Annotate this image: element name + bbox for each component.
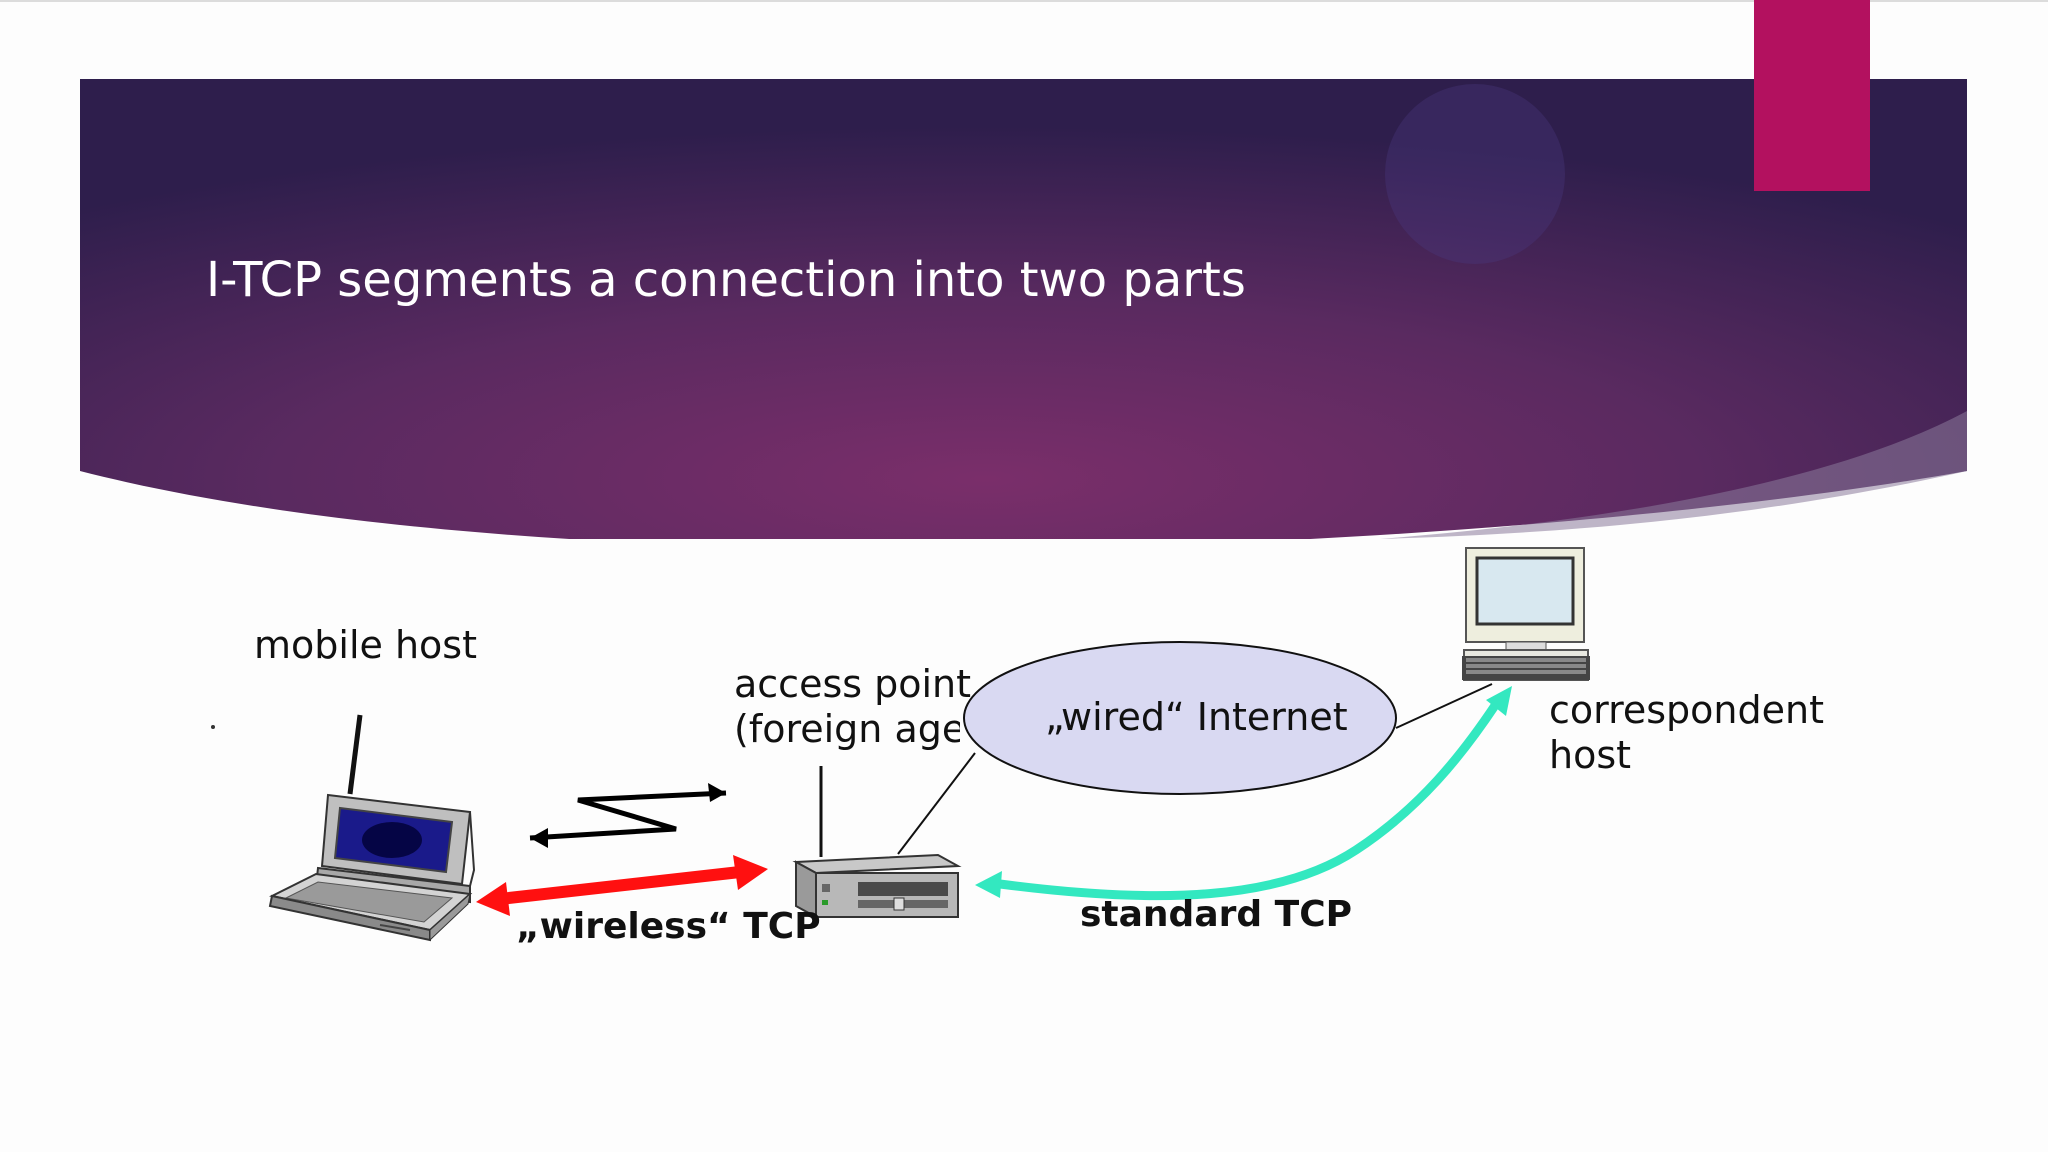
wireless-tcp-label: „wireless“ TCP — [516, 906, 821, 947]
stray-dot — [211, 725, 215, 729]
standard-tcp-arrow — [975, 686, 1512, 901]
title-banner — [80, 79, 1967, 539]
internet-host-link — [1395, 683, 1493, 729]
access-point-icon — [792, 766, 962, 919]
foreign-agent-label: (foreign agen — [734, 707, 960, 751]
access-point-label: access point — [734, 662, 972, 706]
host-label: host — [1549, 733, 1632, 777]
slide-title: I-TCP segments a connection into two par… — [206, 252, 1246, 308]
internet-label: „wired“ Internet — [1045, 695, 1348, 739]
ap-internet-link — [897, 752, 976, 855]
internet-cloud — [963, 641, 1397, 795]
mobile-host-label: mobile host — [254, 623, 477, 667]
laptop-icon — [268, 714, 476, 942]
correspondent-label: correspondent — [1549, 688, 1824, 732]
top-border — [0, 0, 2048, 2]
desktop-computer-icon — [1462, 547, 1590, 681]
accent-tab — [1754, 0, 1870, 191]
standard-tcp-label: standard TCP — [1080, 894, 1353, 935]
wireless-tcp-arrow — [476, 855, 768, 916]
radio-link-icon — [529, 783, 727, 848]
